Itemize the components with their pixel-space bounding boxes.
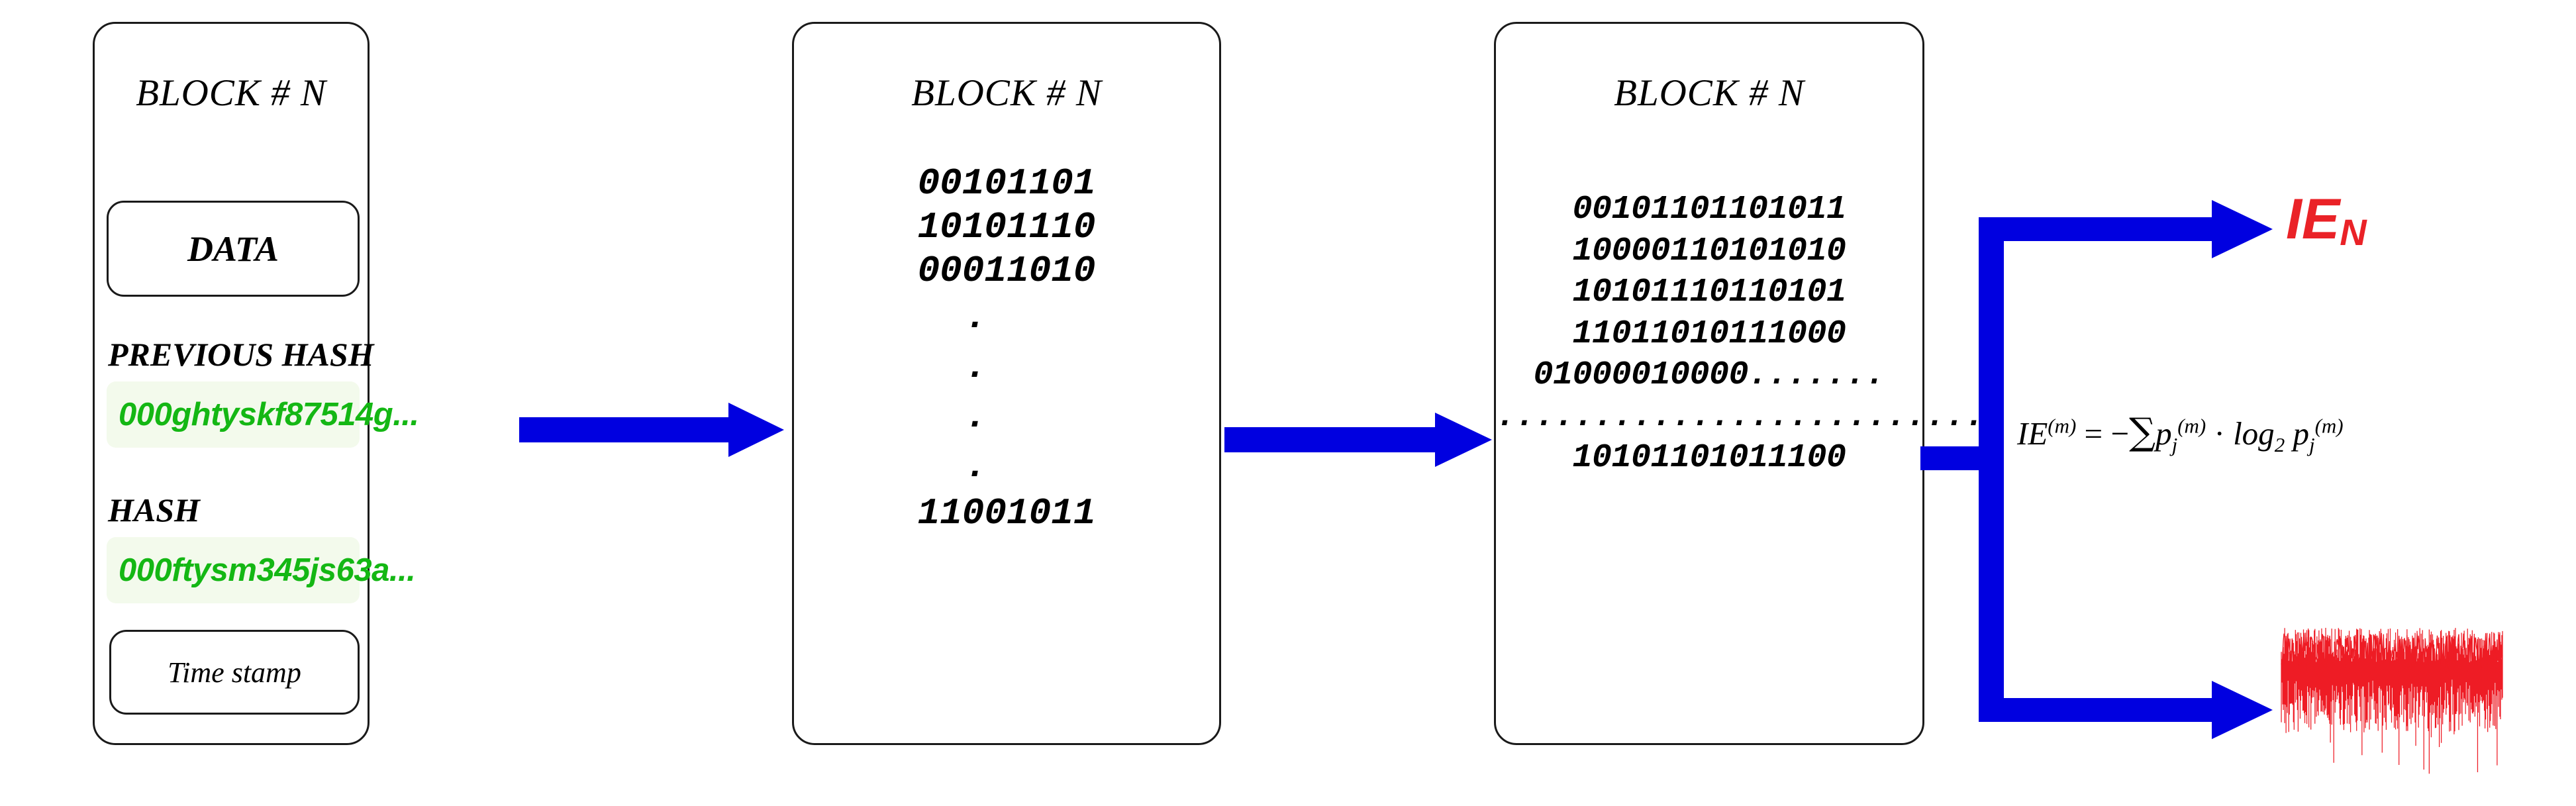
block-3-title: BLOCK # N bbox=[1614, 72, 1805, 114]
hash-field: 000ftysm345js63a... bbox=[107, 537, 416, 603]
block-1-card: BLOCK # N DATA PREVIOUS HASH 000ghtyskf8… bbox=[93, 22, 419, 745]
bits-line: 10101110 bbox=[917, 206, 1096, 249]
ie-output-label-main: IE bbox=[2286, 187, 2340, 251]
formula-p2: p bbox=[2293, 415, 2309, 452]
previous-hash-label: PREVIOUS HASH bbox=[108, 336, 374, 373]
branch-bottom-arrow bbox=[1979, 681, 2273, 739]
ellipsis-dot: . bbox=[965, 296, 987, 339]
bits-line-last: 10101101011100 bbox=[1572, 439, 1846, 477]
formula-lhs: IE bbox=[2017, 415, 2048, 452]
formula-p2-subscript: j bbox=[2308, 432, 2315, 456]
ie-output-label-subscript: N bbox=[2340, 211, 2366, 253]
bits-line: 00101101 bbox=[917, 162, 1096, 205]
entropy-formula: IE(m) = −∑pj(m) · log2 pj(m) bbox=[2017, 411, 2344, 455]
branch-vertical-trunk bbox=[1979, 217, 2004, 722]
previous-hash-field: 000ghtyskf87514g... bbox=[107, 381, 419, 448]
ellipsis-dot: . bbox=[965, 395, 987, 438]
data-label: DATA bbox=[187, 228, 279, 269]
ie-output-label: IEN bbox=[2286, 191, 2367, 251]
hash-value: 000ftysm345js63a... bbox=[119, 552, 416, 588]
formula-lhs-superscript: (m) bbox=[2048, 414, 2077, 438]
arrow-block2-to-block3 bbox=[1224, 413, 1492, 467]
formula-sigma-symbol: ∑ bbox=[2129, 411, 2156, 454]
block-3-card: BLOCK # N 00101101101011 10000110101010 … bbox=[1494, 22, 2005, 745]
formula-log-base: 2 bbox=[2274, 432, 2285, 456]
entropy-signal-waveform bbox=[2281, 628, 2503, 774]
formula-p-subscript: j bbox=[2171, 432, 2178, 456]
block-2-title: BLOCK # N bbox=[911, 72, 1102, 114]
ellipsis-dot: . bbox=[965, 346, 987, 389]
block-1-title: BLOCK # N bbox=[136, 72, 326, 114]
bits-line: 11011010111000 bbox=[1572, 315, 1846, 353]
bits-line: 00101101101011 bbox=[1572, 191, 1846, 228]
formula-minus-sign: − bbox=[2110, 415, 2130, 452]
formula-p: p bbox=[2155, 415, 2172, 452]
block-2-bits: 00101101 10101110 00011010 . . . . 11001… bbox=[794, 162, 1219, 535]
bits-line: 01000010000....... bbox=[1533, 356, 1885, 394]
branch-connector-block3-to-outputs bbox=[1920, 200, 2273, 739]
ellipsis-dot: . bbox=[965, 445, 987, 488]
block-1-timestamp-box: Time stamp bbox=[109, 630, 360, 715]
formula-dot-operator: · bbox=[2214, 415, 2225, 452]
arrow-block1-to-block2 bbox=[519, 403, 784, 457]
bits-separator-dots: .......................... bbox=[1496, 397, 2005, 436]
formula-log: log bbox=[2233, 415, 2275, 452]
hash-label: HASH bbox=[108, 491, 200, 529]
branch-top-arrow bbox=[1979, 200, 2273, 258]
timestamp-label: Time stamp bbox=[168, 656, 301, 689]
block-3-bits: 00101101101011 10000110101010 1010111011… bbox=[1496, 189, 2005, 479]
block-1-data-box: DATA bbox=[107, 201, 360, 297]
bits-line: 00011010 bbox=[917, 250, 1096, 293]
block-2-card: BLOCK # N 00101101 10101110 00011010 . .… bbox=[792, 22, 1221, 745]
bits-line-last: 11001011 bbox=[917, 492, 1096, 535]
previous-hash-value: 000ghtyskf87514g... bbox=[119, 397, 419, 432]
formula-p2-superscript: (m) bbox=[2314, 414, 2344, 438]
formula-p-superscript: (m) bbox=[2177, 414, 2206, 438]
formula-equals: = bbox=[2084, 415, 2103, 452]
bits-line: 10000110101010 bbox=[1572, 232, 1846, 270]
bits-line: 10101110110101 bbox=[1572, 274, 1846, 311]
